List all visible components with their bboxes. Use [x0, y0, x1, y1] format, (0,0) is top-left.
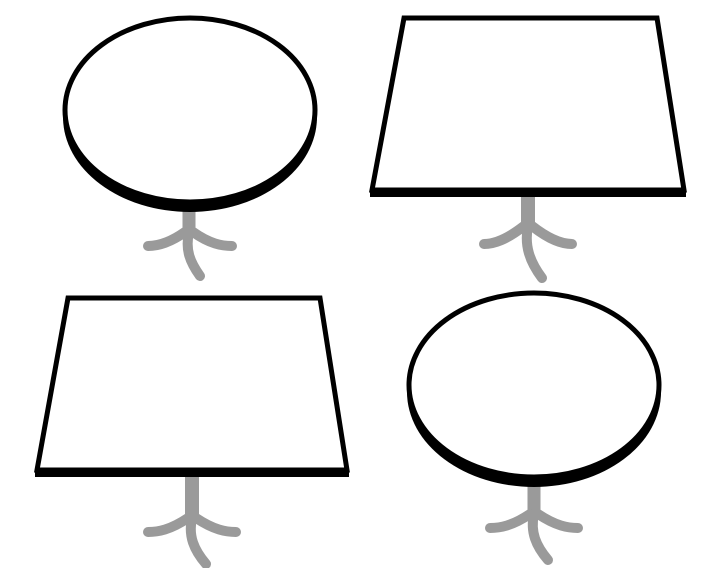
table-base: [485, 473, 583, 565]
tabletop: [34, 295, 350, 477]
table-base: [479, 189, 577, 283]
round-table-bottom-right: [406, 290, 662, 565]
square-table-top-right: [368, 15, 687, 283]
table-base: [143, 469, 241, 568]
tabletop: [406, 290, 662, 487]
table-base: [143, 201, 237, 281]
tabletop: [368, 15, 687, 197]
square-table-bottom-left: [34, 295, 350, 568]
round-table-top-left: [62, 15, 318, 281]
tabletop: [62, 15, 318, 212]
